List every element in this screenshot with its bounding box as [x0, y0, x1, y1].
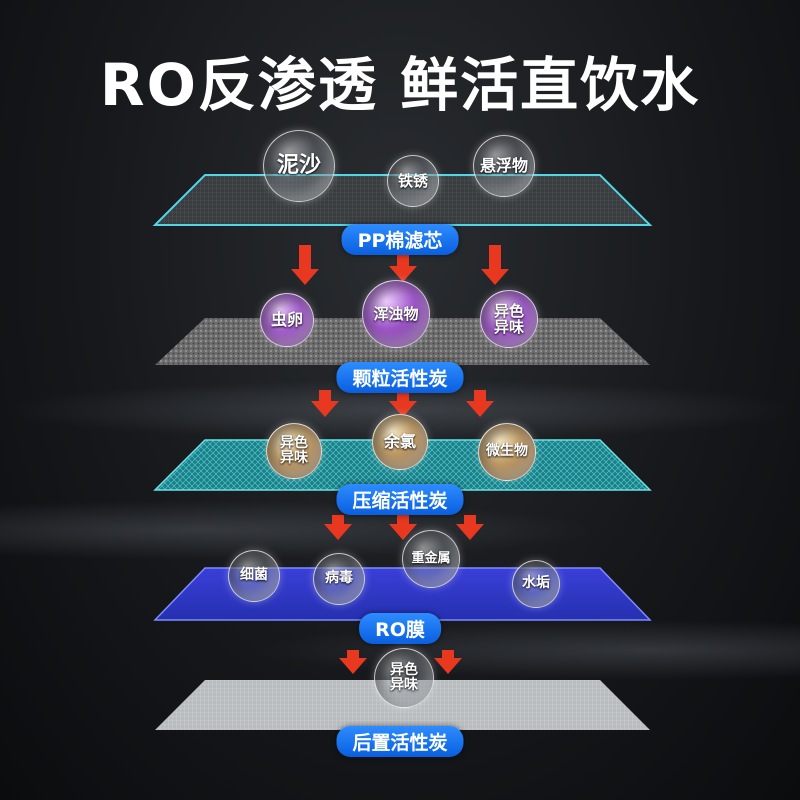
- contaminant-bubble: 铁锈: [387, 155, 439, 207]
- contaminant-bubble: 病毒: [313, 553, 365, 605]
- contaminant-bubble: 异色 异味: [480, 290, 538, 348]
- layer-label-compressed-carbon: 压缩活性炭: [336, 484, 464, 515]
- contaminant-bubble: 虫卵: [260, 293, 314, 347]
- contaminant-bubble: 悬浮物: [473, 135, 535, 197]
- contaminant-bubble: 余氯: [372, 414, 428, 470]
- layer-label-ro-membrane: RO膜: [359, 613, 441, 644]
- contaminant-bubble: 微生物: [478, 423, 536, 481]
- contaminant-bubble: 异色 异味: [266, 423, 322, 479]
- contaminant-bubble: 异色 异味: [374, 648, 434, 708]
- contaminant-bubble: 水垢: [512, 560, 560, 608]
- layer-label-granular-carbon: 颗粒活性炭: [336, 362, 464, 393]
- contaminant-bubble: 重金属: [402, 530, 460, 588]
- contaminant-bubble: 泥沙: [263, 130, 335, 202]
- layer-label-pp-cotton: PP棉滤芯: [341, 224, 459, 255]
- page-title: RO反渗透 鲜活直饮水: [99, 51, 701, 119]
- layer-label-post-carbon: 后置活性炭: [336, 726, 464, 757]
- contaminant-bubble: 细菌: [228, 550, 280, 602]
- contaminant-bubble: 浑浊物: [362, 280, 430, 348]
